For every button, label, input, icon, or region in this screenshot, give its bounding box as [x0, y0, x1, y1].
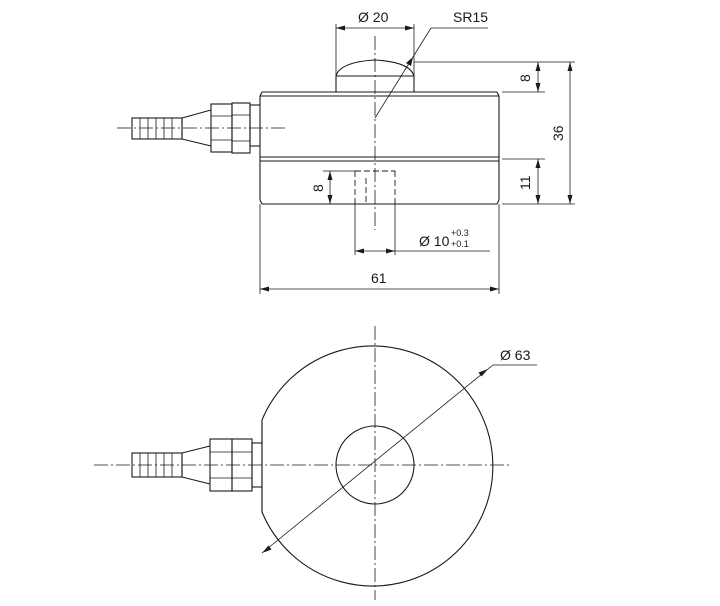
- body-width-label: 61: [371, 270, 387, 286]
- top-view: Ø 63: [94, 326, 537, 600]
- dimension-hole-depth: 8: [310, 170, 355, 205]
- total-height-label: 36: [550, 125, 566, 141]
- dome-height-label: 8: [517, 74, 533, 82]
- sphere-radius-label: SR15: [453, 9, 488, 25]
- base-height-label: 11: [517, 175, 533, 190]
- dimension-body-width: 61: [259, 204, 500, 294]
- load-cell-body: [259, 91, 500, 205]
- dimension-sphere-radius: SR15: [374, 9, 488, 119]
- dimension-total-height: 36: [502, 61, 575, 205]
- cable-connector-top: [131, 438, 262, 492]
- dimension-dome-height: 8: [414, 61, 545, 93]
- mounting-hole-hidden: [354, 170, 396, 204]
- dimension-base-height: 11: [502, 158, 545, 204]
- outer-diameter-label: Ø 63: [500, 347, 531, 363]
- hole-tolerance-lower: +0.1: [451, 239, 469, 249]
- side-view: Ø 20 SR15 8 36: [117, 9, 575, 294]
- dome-diameter-label: Ø 20: [358, 9, 389, 25]
- hole-diameter-label: Ø 10: [419, 233, 450, 249]
- dimension-hole-diameter: Ø 10 +0.3 +0.1: [354, 204, 490, 255]
- dimension-outer-diameter: Ø 63: [261, 347, 537, 554]
- hole-depth-label: 8: [310, 184, 326, 192]
- dimension-dome-diameter: Ø 20: [335, 9, 415, 76]
- hole-tolerance-upper: +0.3: [451, 228, 469, 238]
- outer-circle: [261, 345, 494, 587]
- cable-connector-side: [117, 102, 286, 154]
